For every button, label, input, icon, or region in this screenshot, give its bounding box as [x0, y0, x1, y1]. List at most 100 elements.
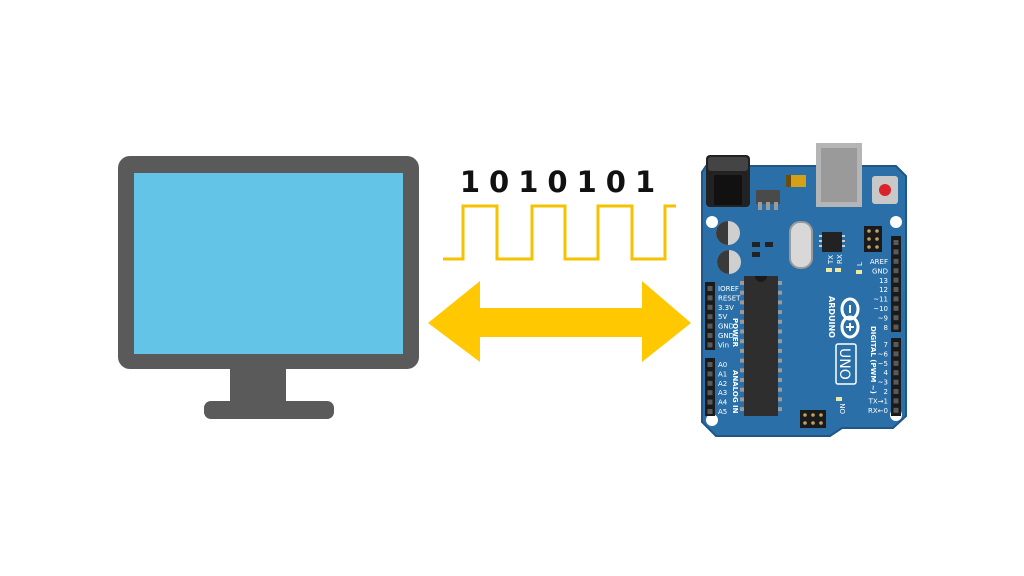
chip-pin [778, 378, 782, 382]
model-label: UNO [836, 348, 852, 380]
header-pin-hole [707, 333, 713, 338]
pin-label: A1 [718, 370, 727, 378]
pin-label: A5 [718, 408, 727, 416]
chip-pin [740, 329, 744, 334]
chip-pin [740, 310, 744, 315]
header-pin-hole [893, 305, 899, 311]
arduino-board: TX RX L ON ARDUINO UNO IO [701, 143, 907, 437]
pin-label: ~6 [878, 350, 889, 358]
rx-led [835, 268, 841, 272]
mounting-hole [890, 216, 902, 228]
pin-label: 2 [884, 388, 888, 396]
chip-pin [778, 310, 782, 315]
mounting-hole [706, 414, 718, 426]
header-pin-hole [707, 371, 713, 377]
pin-label: ~11 [873, 296, 888, 304]
header-pin-hole [707, 390, 713, 396]
chip-pin [778, 300, 782, 305]
header-pin-hole [707, 314, 713, 320]
pin-label: AREF [870, 258, 888, 266]
pin-label: 5V [718, 313, 727, 321]
pin-label: IOREF [718, 285, 739, 293]
digital-header-bottom [891, 338, 901, 416]
pin-label: 4 [884, 369, 889, 377]
l-led [856, 270, 862, 274]
voltage-regulator [756, 190, 780, 204]
chip-pin [740, 397, 744, 402]
brand-label: ARDUINO [827, 296, 836, 338]
pin-label: TX→1 [868, 397, 888, 405]
header-pin-hole [893, 407, 899, 413]
square-wave [443, 204, 676, 261]
crystal-oscillator [789, 221, 813, 269]
infinity-logo-icon [840, 297, 860, 339]
header-pin-hole [893, 277, 899, 283]
header-pin-hole [893, 351, 899, 357]
chip-pin [778, 290, 782, 295]
header-pin-hole [893, 249, 899, 255]
header-pin-hole [707, 362, 713, 367]
icsp-header [800, 410, 826, 428]
pin-label: A4 [718, 399, 728, 407]
header-pin-hole [707, 399, 713, 405]
header-pin-hole [893, 287, 899, 292]
header-pin-hole [893, 398, 899, 404]
pin-label: A3 [718, 389, 727, 397]
electrolytic-capacitor [717, 250, 741, 274]
pin-label: A0 [718, 361, 727, 369]
chip-pin [740, 281, 744, 285]
bits-label: 1010101 [460, 165, 664, 199]
icsp-header [864, 226, 882, 252]
analog-header-title: ANALOG IN [731, 370, 739, 414]
pin-label: 3.3V [718, 304, 734, 312]
on-led [836, 397, 842, 401]
tx-label: TX [827, 255, 835, 265]
header-pin-hole [893, 389, 899, 394]
chip-pin [778, 407, 782, 412]
chip-pin [778, 348, 782, 353]
pin-label: ~5 [878, 360, 888, 368]
header-pin-hole [893, 370, 899, 376]
pin-label: ~9 [878, 314, 888, 322]
pin-label: 12 [879, 286, 888, 294]
tx-led [826, 268, 832, 272]
electrolytic-capacitor [716, 221, 740, 245]
chip-pin [778, 281, 782, 285]
pin-label: Vin [718, 341, 729, 349]
digital-header-title: DIGITAL (PWM ~) [869, 326, 877, 394]
chip-pin [740, 387, 744, 392]
header-pin-hole [893, 360, 899, 366]
chip-pin [740, 368, 744, 373]
header-pin-hole [893, 324, 899, 330]
l-label: L [856, 262, 864, 266]
pin-label: RESET [718, 294, 741, 302]
pin-label: GND [718, 323, 734, 331]
double-arrow-icon [428, 281, 691, 362]
header-pin-hole [707, 295, 713, 301]
header-pin-hole [893, 379, 899, 385]
pin-label: 13 [879, 277, 888, 285]
microcontroller-chip [740, 276, 782, 416]
chip-pin [740, 358, 744, 363]
header-pin-hole [707, 342, 713, 348]
analog-header [705, 358, 715, 416]
pin-label: ~3 [878, 379, 888, 387]
header-pin-hole [707, 304, 713, 310]
chip-pin [740, 407, 744, 412]
chip-pin [778, 387, 782, 392]
header-pin-hole [893, 240, 899, 245]
header-pin-hole [893, 296, 899, 302]
on-label: ON [839, 403, 847, 414]
pin-label: 8 [884, 324, 888, 332]
usb-chip [822, 232, 842, 252]
header-pin-hole [707, 286, 713, 291]
chip-pin [778, 368, 782, 373]
pin-label: ~10 [873, 305, 888, 313]
header-pin-hole [893, 258, 899, 264]
pin-label: A2 [718, 380, 727, 388]
chip-pin [778, 319, 782, 324]
monitor-icon [118, 156, 419, 419]
header-pin-hole [893, 342, 899, 347]
chip-pin [740, 290, 744, 295]
